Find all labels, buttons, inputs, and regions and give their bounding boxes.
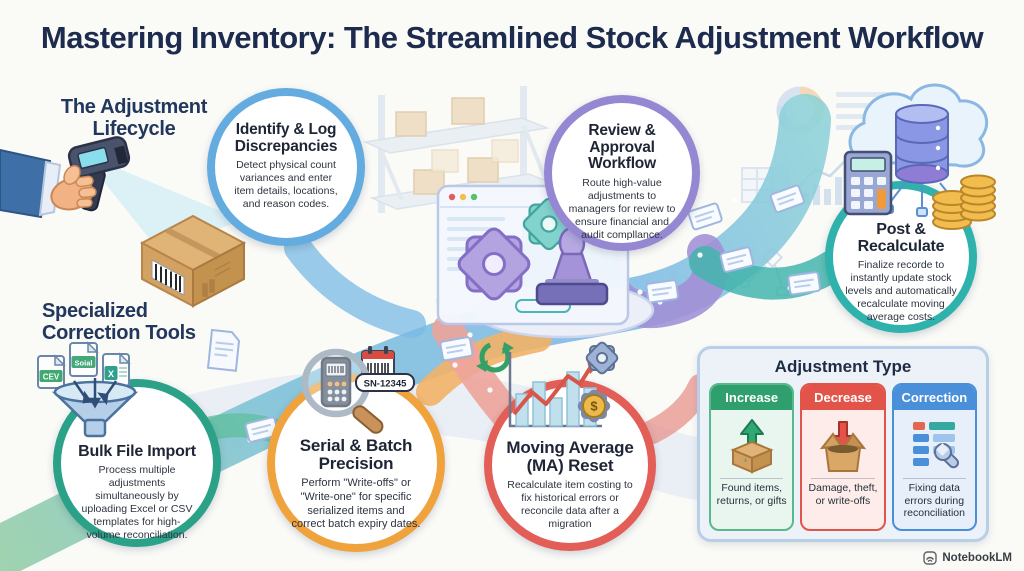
tool-title: Bulk File Import <box>78 443 196 460</box>
cardboard-box <box>139 214 247 308</box>
wrench-icon <box>934 443 960 469</box>
card-decrease-label: Decrease <box>802 385 884 410</box>
gear-icon <box>457 227 531 301</box>
step-desc: Route high-value adjustments to managers… <box>568 176 676 241</box>
brand-label: NotebookLM <box>942 552 1012 564</box>
lifecycle-heading: The Adjustment Lifecycle <box>60 96 208 140</box>
adjustment-type-cards: Increase Found items, returns, or gifts … <box>709 383 977 531</box>
step-identify-log-discrepancies: Identify & Log Discrepancies Detect phys… <box>207 88 365 246</box>
form-wrench-icon <box>905 414 963 476</box>
step-desc: Finalize recorde to instantly update sto… <box>845 259 957 324</box>
tool-bulk-file-import: Bulk File Import Process multiple adjust… <box>53 379 221 547</box>
page-title: Mastering Inventory: The Streamlined Sto… <box>40 20 984 55</box>
scanner-icon <box>67 136 131 212</box>
tools-heading: Specialized Correction Tools <box>42 300 196 344</box>
tool-serial-batch-precision: Serial & Batch Precision Perform "Write-… <box>267 374 445 552</box>
road-ma-right-stub <box>640 374 712 444</box>
road-review-loop <box>589 227 728 329</box>
road-serial-stub <box>416 324 552 406</box>
file-icon: Soial <box>69 341 99 377</box>
calendar-icon <box>361 346 395 378</box>
step-post-recalculate: Post & Recalculate Finalize recorde to i… <box>825 181 977 333</box>
warehouse-shelf-decoration <box>362 86 557 213</box>
card-increase: Increase Found items, returns, or gifts <box>709 383 795 531</box>
card-increase-desc: Found items, returns, or gifts <box>716 482 787 507</box>
svg-text:Soial: Soial <box>75 359 93 368</box>
tool-moving-average-reset: Moving Average (MA) Reset Recalculate it… <box>484 379 656 551</box>
card-increase-label: Increase <box>711 385 793 410</box>
step-title: Post & Recalculate <box>857 221 945 256</box>
refresh-icon <box>476 341 514 373</box>
box-arrow-down-icon <box>814 414 872 476</box>
adjustment-type-panel: Adjustment Type Increase Found items, re… <box>697 346 989 542</box>
card-correction-label: Correction <box>893 385 975 410</box>
step-title: Identify & Log Discrepancies <box>234 121 338 155</box>
notebooklm-logo-icon <box>923 551 938 565</box>
svg-text:X: X <box>108 369 114 379</box>
database-icon <box>895 104 949 184</box>
card-decrease-desc: Damage, theft, or write-offs <box>808 482 878 507</box>
tool-title: Moving Average (MA) Reset <box>506 438 634 476</box>
svg-text:CEV: CEV <box>43 373 60 382</box>
cloud-icon <box>848 83 989 168</box>
barcode-label <box>151 259 185 296</box>
csv-file-icon: CEV <box>37 354 66 389</box>
tool-desc: Perform "Write-offs" or "Write-one" for … <box>291 477 421 531</box>
card-correction: Correction <box>891 383 977 531</box>
brand-footer: NotebookLM <box>923 551 1012 565</box>
gear-icon <box>585 341 619 375</box>
card-decrease: Decrease Damage, theft, or write-offs <box>800 383 886 531</box>
box-arrow-up-icon <box>723 414 781 476</box>
road-post-link <box>689 246 848 300</box>
step-review-approval-workflow: Review & Approval Workflow Route high-va… <box>544 95 700 251</box>
tool-title: Serial & Batch Precision <box>299 436 413 474</box>
tool-desc: Process multiple adjustments simultaneou… <box>81 464 193 542</box>
road-identify-stub <box>284 234 426 338</box>
step-title: Review & Approval Workflow <box>588 122 656 173</box>
road-ma-stub <box>432 314 524 432</box>
card-correction-desc: Fixing data errors during reconciliation <box>903 482 965 520</box>
tool-desc: Recalculate item costing to fix historic… <box>507 479 633 531</box>
barcode-scanner-hand <box>0 136 131 219</box>
adjustment-type-title: Adjustment Type <box>774 357 912 376</box>
step-desc: Detect physical count variances and ente… <box>234 159 338 211</box>
